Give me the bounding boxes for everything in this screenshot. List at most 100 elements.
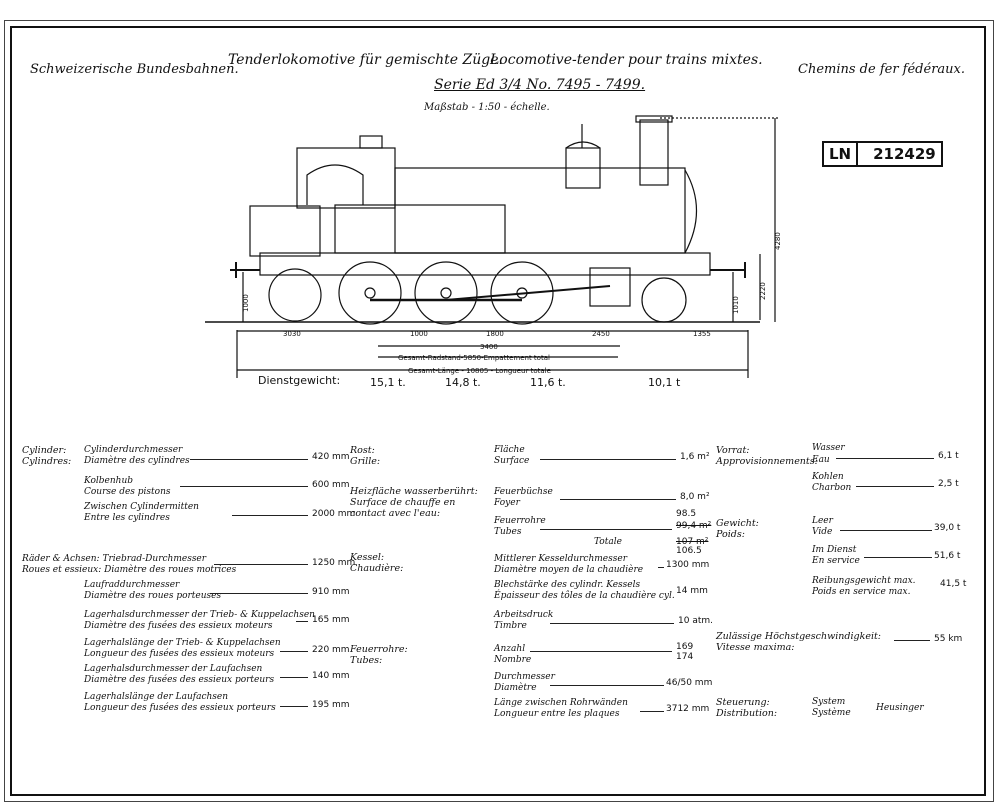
spec-label-fr: En service <box>812 556 860 566</box>
speed-head-de: Zulässige Höchstgeschwindigkeit: <box>716 631 882 642</box>
leader-line <box>280 677 308 678</box>
dim-6: 3400 <box>480 343 498 351</box>
leader-line <box>658 567 664 568</box>
spec-label-fr: Poids en service max. <box>812 587 911 597</box>
leader-line <box>190 459 308 460</box>
spec-value: 195 mm <box>312 700 350 710</box>
spec-value: 140 mm <box>312 671 350 681</box>
spec-label-fr: Roues et essieux: Diamètre des roues mot… <box>22 565 237 575</box>
spec-label-fr: Tubes <box>494 527 522 537</box>
boiler-head-de: Kessel: <box>350 552 385 563</box>
spec-label-fr: Vide <box>812 527 833 537</box>
leader-line <box>540 459 676 460</box>
leader-line <box>280 651 308 652</box>
spec-label-fr: Épaisseur des tôles de la chaudière cyl. <box>494 591 675 601</box>
spec-value: 169 <box>676 642 694 652</box>
stamp-prefix: LN <box>829 145 852 163</box>
boiler-head-fr: Chaudière: <box>350 563 404 574</box>
heating-head-de: Heizfläche wasserberührt: <box>350 486 478 497</box>
spec-value: 14 mm <box>676 586 708 596</box>
valvegear-label-de: System <box>812 697 846 707</box>
spec-label-de: Räder & Achsen: Triebrad-Durchmesser <box>22 554 207 564</box>
spec-label-de: Anzahl <box>494 644 526 654</box>
spec-value-alt: 174 <box>676 652 694 662</box>
spec-value: 165 mm <box>312 615 350 625</box>
spec-label-de: Blechstärke des cylindr. Kessels <box>494 580 641 590</box>
weight-label: Dienstgewicht: <box>258 374 341 387</box>
series-label: Serie Ed 3/4 No. 7495 - 7499. <box>434 77 646 93</box>
leader-line <box>210 593 308 594</box>
spec-label-fr: Diamètre moyen de la chaudière <box>494 565 644 575</box>
spec-value: 46/50 mm <box>666 678 713 688</box>
weight-axle-1: 15,1 t. <box>370 376 406 389</box>
railway-name-fr: Chemins de fer fédéraux. <box>798 62 965 77</box>
dim-4: 2450 <box>592 330 610 338</box>
spec-value-alt: 98.5 <box>676 509 697 519</box>
leader-line <box>180 486 308 487</box>
spec-label-fr: Entre les cylindres <box>84 513 170 523</box>
scale-label: Maßstab - 1:50 - échelle. <box>424 102 550 113</box>
dim-h3: 2220 <box>759 282 767 300</box>
leader-line <box>540 529 672 530</box>
valvegear-head-fr: Distribution: <box>716 708 778 719</box>
spec-label-de: Laufraddurchmesser <box>84 580 180 590</box>
spec-value: 220 mm <box>312 645 350 655</box>
spec-label-de: Lagerhalslänge der Laufachsen <box>84 692 229 702</box>
spec-label-de: Cylinderdurchmesser <box>84 445 183 455</box>
leader-line <box>840 530 932 531</box>
weight-axle-3: 11,6 t. <box>530 376 566 389</box>
supplies-head-fr: Approvisionnements: <box>716 456 818 467</box>
spec-value: 2000 mm <box>312 509 356 519</box>
spec-label-de: Feuerbüchse <box>494 487 553 497</box>
spec-value: 39,0 t <box>934 523 961 533</box>
spec-label-de: Feuerrohre <box>494 516 546 526</box>
weight-head-de: Gewicht: <box>716 518 759 529</box>
valvegear-head-de: Steuerung: <box>716 697 770 708</box>
spec-label-fr: Longueur des fusées des essieux porteurs <box>84 703 276 713</box>
spec-value: 2,5 t <box>938 479 959 489</box>
ln-stamp: LN 212429 <box>822 141 943 167</box>
leader-line <box>560 499 676 500</box>
leader-line <box>232 515 308 516</box>
spec-label-de: Totale <box>594 537 622 547</box>
weight-head-fr: Poids: <box>716 529 745 540</box>
spec-label-de: Wasser <box>812 443 845 453</box>
spec-value: 10 atm. <box>678 616 713 626</box>
spec-value: 3712 mm <box>666 704 710 714</box>
grate-head-fr: Grille: <box>350 456 381 467</box>
spec-label-de: Fläche <box>494 445 525 455</box>
heating-head-fr: Surface de chauffe en contact avec l'eau… <box>350 497 456 519</box>
valvegear-label-fr: Système <box>812 708 851 718</box>
spec-label-de: Lagerhalslänge der Trieb- & Kuppelachsen <box>84 638 281 648</box>
spec-value: 99,4 m² <box>676 521 712 531</box>
tubes-head-de: Feuerrohre: <box>350 644 408 655</box>
spec-label-de: Kolbenhub <box>84 476 134 486</box>
dim-wheelbase: Gesamt-Radstand-5850-Empattement total <box>398 354 550 362</box>
spec-label-fr: Nombre <box>494 655 532 665</box>
spec-value: 910 mm <box>312 587 350 597</box>
spec-label-fr: Longueur entre les plaques <box>494 709 620 719</box>
title-de: Tenderlokomotive für gemischte Züge. <box>228 52 503 68</box>
dim-h4: 4280 <box>774 232 782 250</box>
spec-label-fr: Charbon <box>812 483 852 493</box>
leader-line <box>550 623 674 624</box>
supplies-head-de: Vorrat: <box>716 445 750 456</box>
spec-label-fr: Course des pistons <box>84 487 171 497</box>
dim-1: 3030 <box>283 330 301 338</box>
title-fr: Locomotive-tender pour trains mixtes. <box>490 52 763 68</box>
spec-value: 420 mm <box>312 452 350 462</box>
leader-line <box>530 651 672 652</box>
leader-line <box>550 685 664 686</box>
dim-5: 1355 <box>693 330 711 338</box>
spec-label-de: Mittlerer Kesseldurchmesser <box>494 554 627 564</box>
spec-label-de: Reibungsgewicht max. <box>812 576 916 586</box>
spec-value: 51,6 t <box>934 551 961 561</box>
spec-label-fr: Longueur des fusées des essieux moteurs <box>84 649 275 659</box>
spec-label-fr: Diamètre des cylindres <box>84 456 190 466</box>
spec-label-fr: Diamètre des fusées des essieux moteurs <box>84 621 273 631</box>
spec-label-fr: Foyer <box>494 498 520 508</box>
spec-label-de: Lagerhalsdurchmesser der Trieb- & Kuppel… <box>84 610 315 620</box>
leader-line <box>856 486 934 487</box>
inner-frame <box>10 26 986 796</box>
leader-line <box>280 706 308 707</box>
